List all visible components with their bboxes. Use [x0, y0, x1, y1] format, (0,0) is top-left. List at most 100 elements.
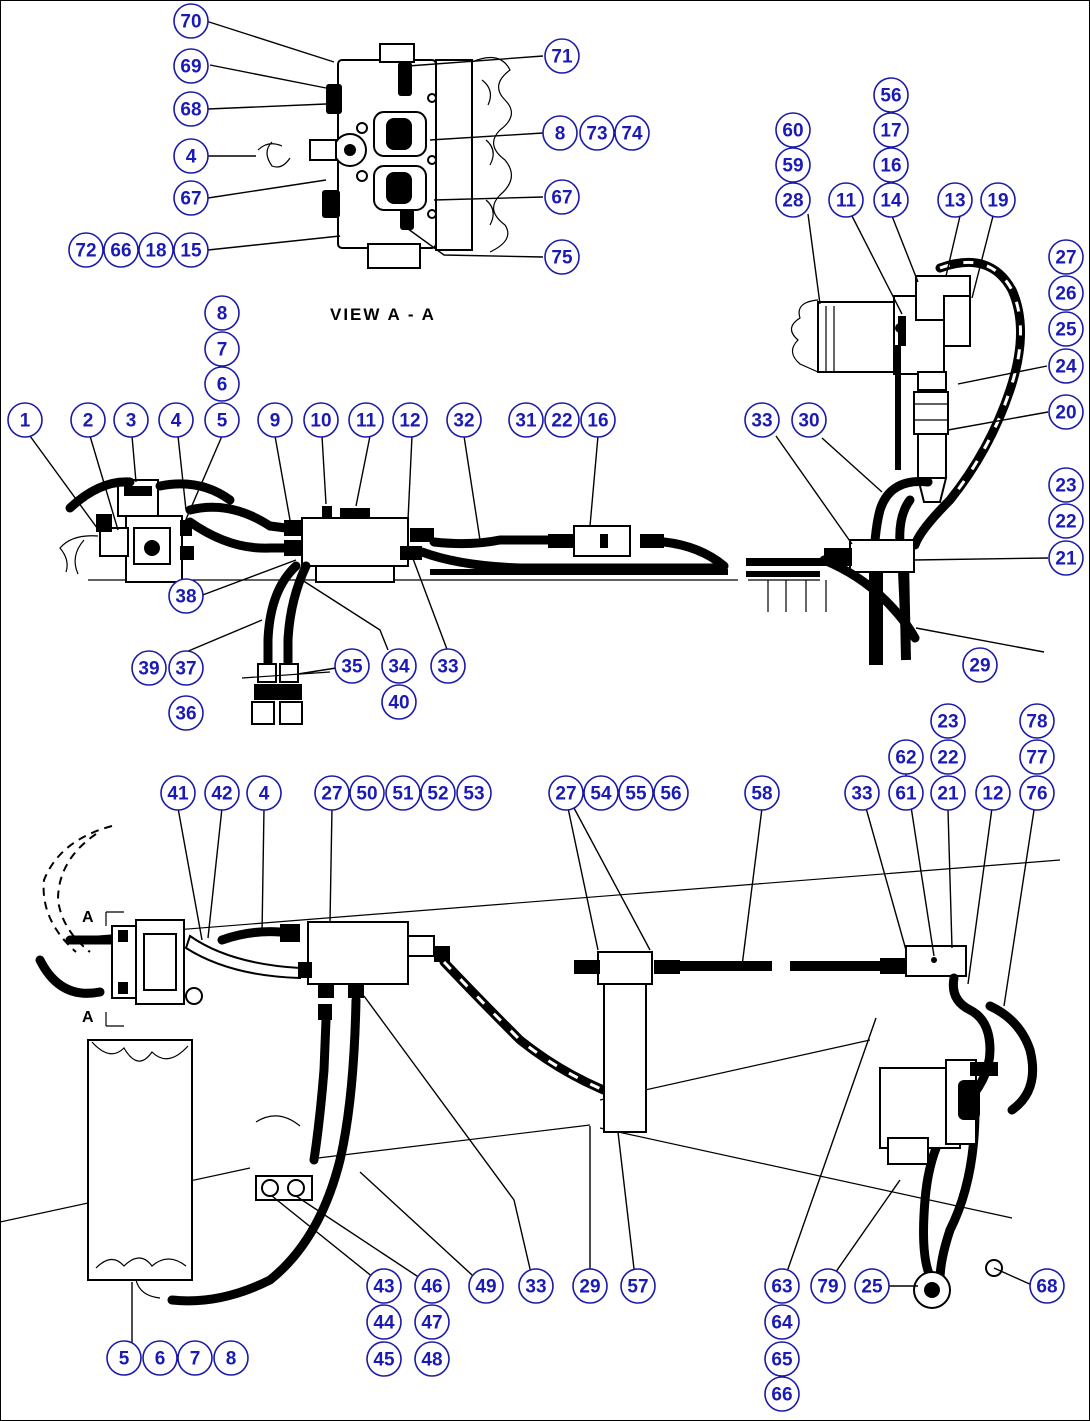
- callout-number: 6: [155, 1349, 166, 1370]
- callout-number: 54: [590, 784, 612, 805]
- callout-number: 3: [126, 411, 137, 432]
- pump-assembly-drawing: [775, 213, 1049, 665]
- callout-69: 69: [173, 48, 209, 84]
- callout-bubble: [204, 775, 240, 811]
- callout-22: 22: [930, 739, 966, 775]
- callout-number: 23: [1055, 476, 1076, 497]
- callout-21: 21: [1048, 540, 1084, 576]
- callout-bubble: [775, 147, 811, 183]
- callout-bubble: [1019, 739, 1055, 775]
- callout-57: 57: [620, 1268, 656, 1304]
- callout-75: 75: [544, 239, 580, 275]
- callout-number: 41: [167, 784, 189, 805]
- callout-6: 6: [204, 366, 240, 402]
- callout-28: 28: [775, 182, 811, 218]
- callout-number: 73: [586, 124, 607, 145]
- callout-37: 37: [168, 650, 204, 686]
- callout-22: 22: [1048, 503, 1084, 539]
- callout-bubble: [1048, 540, 1084, 576]
- callout-65: 65: [764, 1341, 800, 1377]
- callout-bubble: [583, 775, 619, 811]
- callout-number: 59: [782, 156, 803, 177]
- callout-bubble: [1029, 1268, 1065, 1304]
- callout-number: 22: [1055, 512, 1076, 533]
- callout-59: 59: [775, 147, 811, 183]
- callout-bubble: [173, 48, 209, 84]
- callout-number: 19: [987, 191, 1008, 212]
- callout-bubble: [456, 775, 492, 811]
- callout-bubble: [257, 402, 293, 438]
- callout-number: 64: [771, 1313, 793, 1334]
- callout-number: 67: [551, 188, 572, 209]
- callout-number: 77: [1026, 748, 1047, 769]
- callout-bubble: [204, 331, 240, 367]
- callout-10: 10: [303, 402, 339, 438]
- callout-47: 47: [414, 1304, 450, 1340]
- callout-bubble: [980, 182, 1016, 218]
- callout-number: 17: [880, 121, 901, 142]
- callout-number: 18: [145, 241, 166, 262]
- callout-number: 52: [427, 784, 448, 805]
- callout-bubble: [888, 739, 924, 775]
- callout-number: 10: [310, 411, 331, 432]
- callout-17: 17: [873, 112, 909, 148]
- callout-8: 8: [204, 295, 240, 331]
- callout-number: 55: [625, 784, 647, 805]
- callout-bubble: [764, 1268, 800, 1304]
- callout-number: 8: [226, 1349, 237, 1370]
- callout-number: 36: [175, 704, 196, 725]
- callout-bubble: [572, 1268, 608, 1304]
- callout-bubble: [160, 775, 196, 811]
- callout-29: 29: [572, 1268, 608, 1304]
- callout-bubble: [366, 1304, 402, 1340]
- callout-27: 27: [314, 775, 350, 811]
- callout-bubble: [381, 684, 417, 720]
- callout-number: 31: [515, 411, 537, 432]
- callout-bubble: [579, 115, 615, 151]
- callout-number: 25: [861, 1277, 883, 1298]
- callout-number: 65: [771, 1350, 793, 1371]
- callout-number: 33: [751, 411, 772, 432]
- callout-bubble: [173, 138, 209, 174]
- callout-bubble: [420, 775, 456, 811]
- section-mark-top: A: [82, 909, 94, 926]
- callout-76: 76: [1019, 775, 1055, 811]
- callout-number: 68: [1036, 1277, 1057, 1298]
- callout-number: 43: [373, 1277, 394, 1298]
- callout-24: 24: [1048, 348, 1084, 384]
- callout-60: 60: [775, 112, 811, 148]
- callout-16: 16: [580, 402, 616, 438]
- callout-11: 11: [348, 402, 384, 438]
- callout-number: 11: [836, 191, 857, 212]
- callout-number: 27: [555, 784, 576, 805]
- callout-bubble: [381, 648, 417, 684]
- callout-67: 67: [544, 179, 580, 215]
- callout-66: 66: [103, 232, 139, 268]
- callout-26: 26: [1048, 275, 1084, 311]
- callout-67: 67: [173, 180, 209, 216]
- callout-bubble: [873, 147, 909, 183]
- callout-number: 27: [1055, 248, 1076, 269]
- callout-number: 9: [270, 411, 281, 432]
- callout-number: 21: [1055, 549, 1077, 570]
- callout-number: 44: [373, 1313, 395, 1334]
- callout-68: 68: [173, 91, 209, 127]
- callout-number: 33: [437, 657, 458, 678]
- callout-number: 5: [119, 1349, 130, 1370]
- callout-39: 39: [131, 650, 167, 686]
- callout-72: 72: [68, 232, 104, 268]
- callout-bubble: [764, 1304, 800, 1340]
- callout-bubble: [614, 115, 650, 151]
- callout-number: 37: [175, 659, 196, 680]
- callout-number: 30: [798, 411, 819, 432]
- callout-bubble: [544, 179, 580, 215]
- callout-number: 39: [138, 659, 159, 680]
- callout-23: 23: [930, 703, 966, 739]
- callout-bubble: [303, 402, 339, 438]
- callout-number: 23: [937, 712, 958, 733]
- callout-bubble: [620, 1268, 656, 1304]
- callout-16: 16: [873, 147, 909, 183]
- callout-bubble: [173, 3, 209, 39]
- callout-4: 4: [246, 775, 282, 811]
- callout-45: 45: [366, 1341, 402, 1377]
